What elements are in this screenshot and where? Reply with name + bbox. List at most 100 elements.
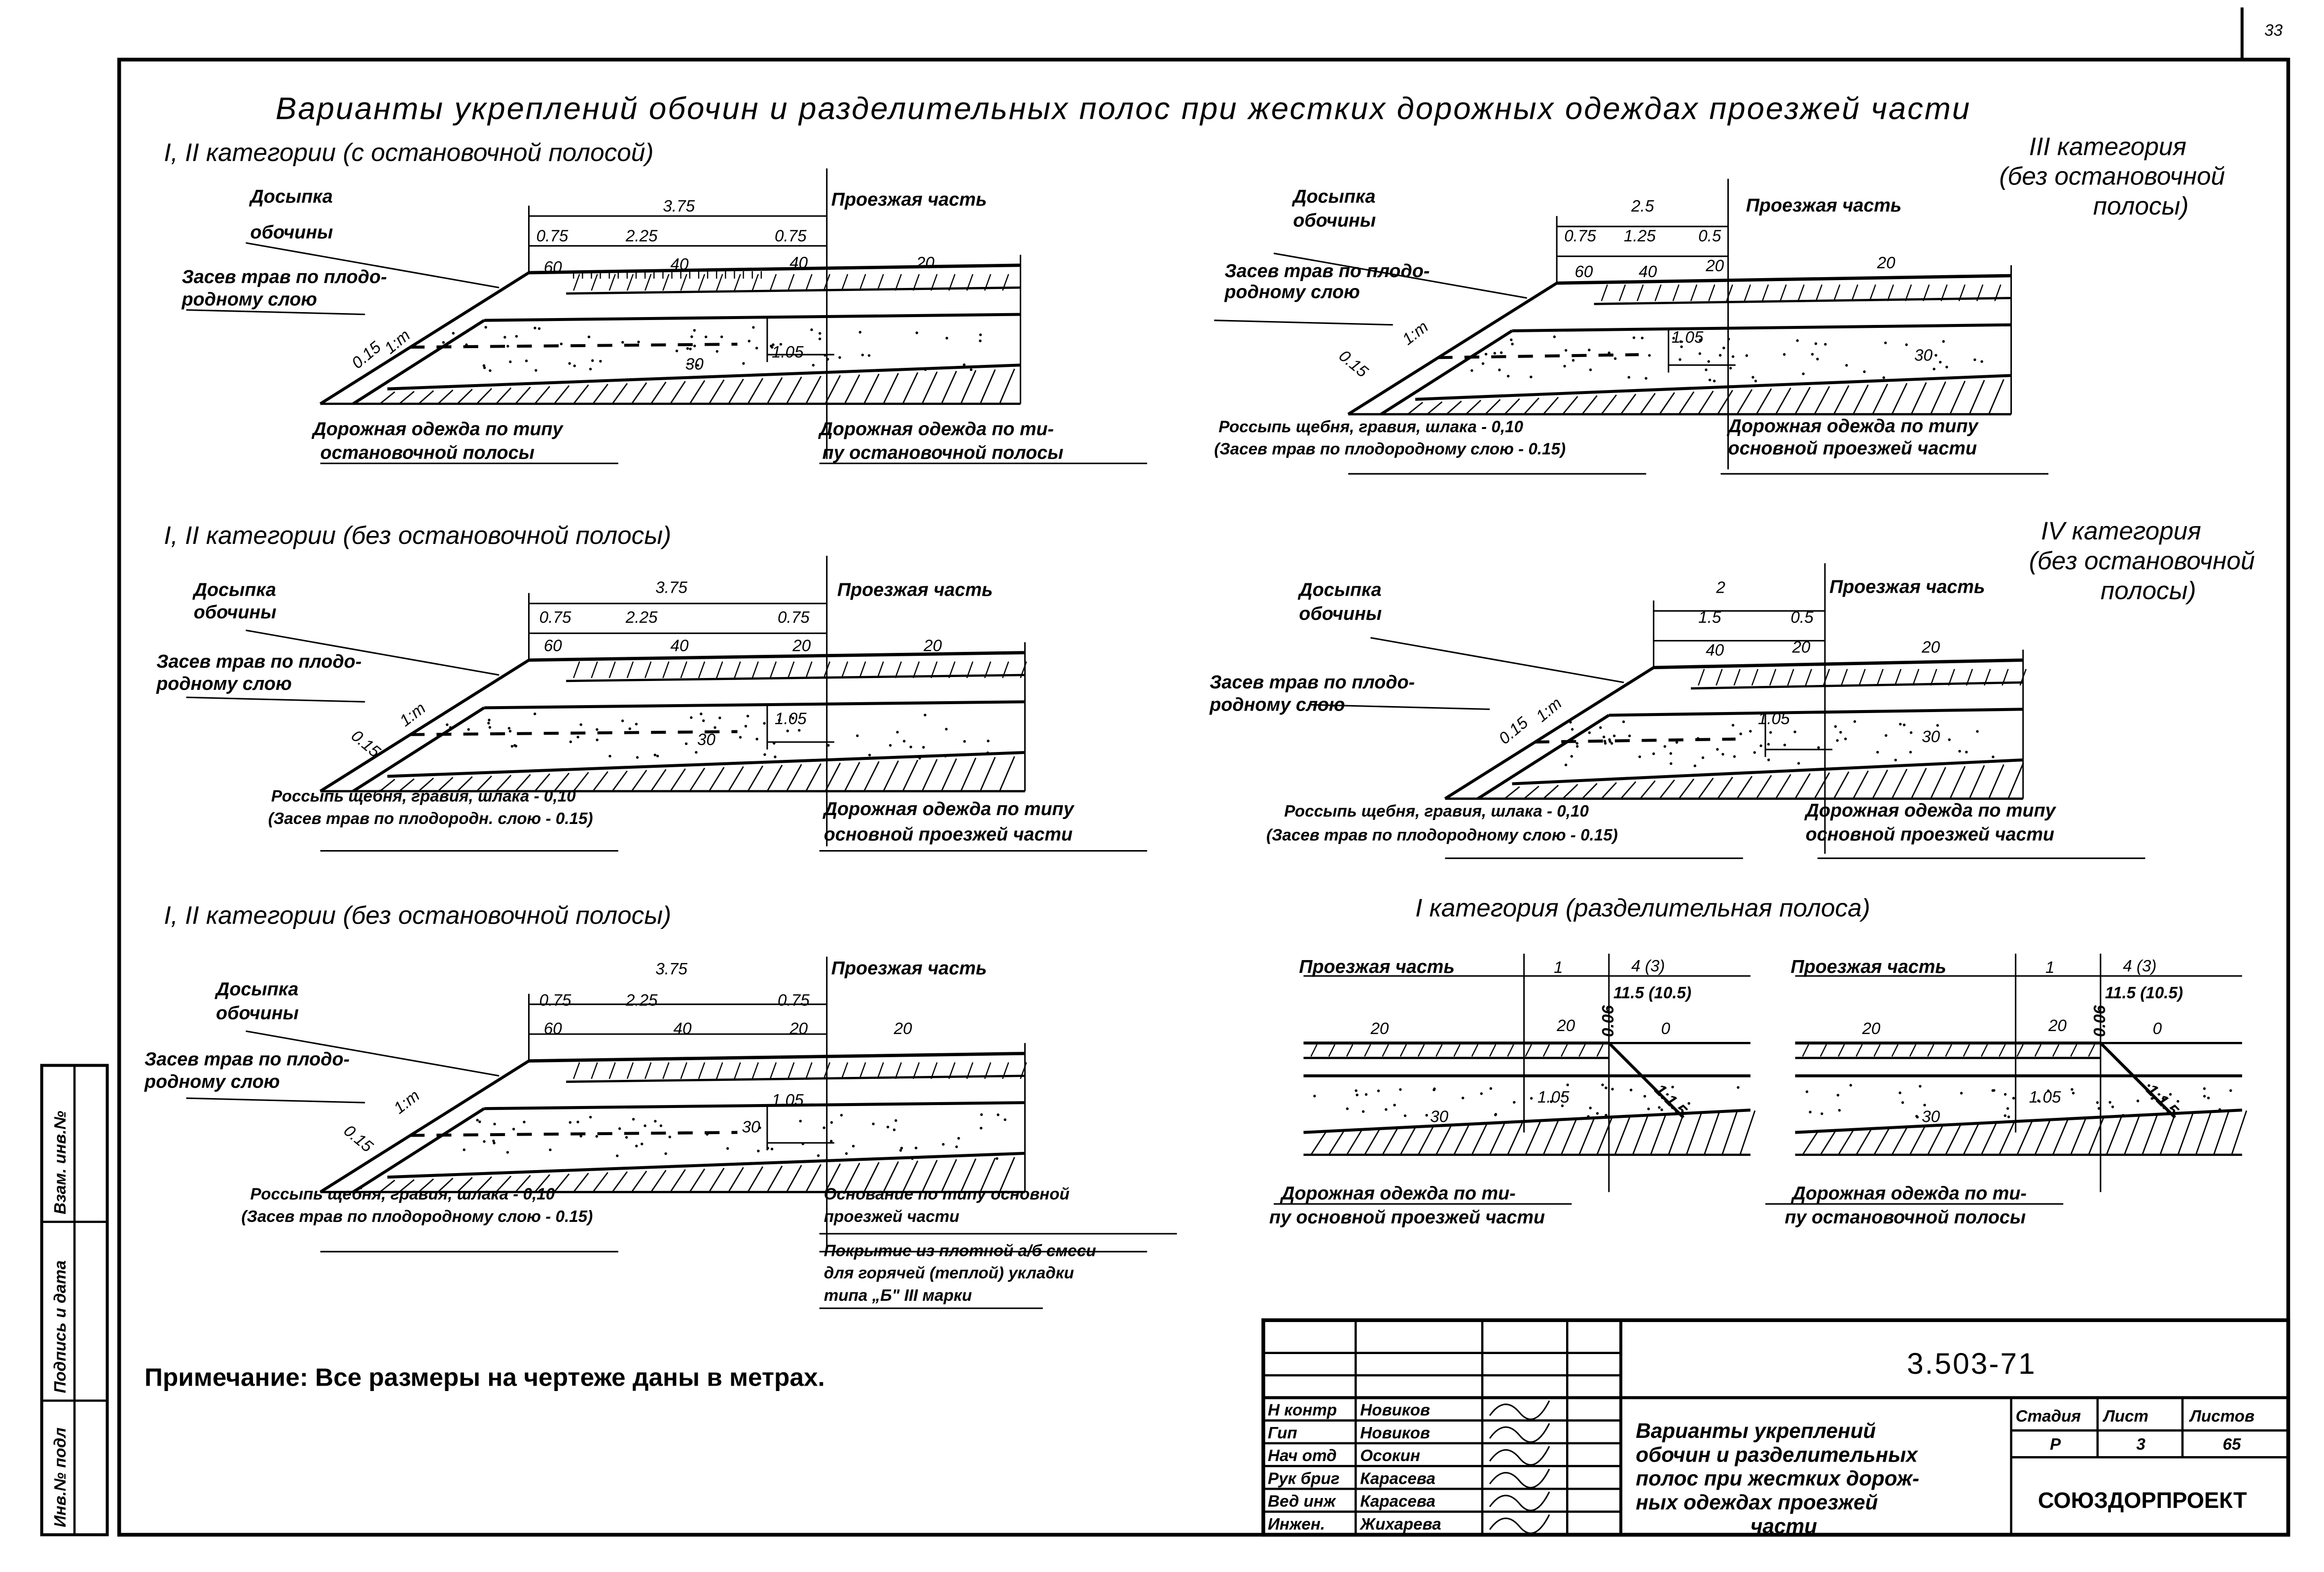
ground-hatch xyxy=(476,775,492,792)
pavement-hatch xyxy=(1823,669,1830,686)
fill-dot xyxy=(987,739,990,743)
fill-dot xyxy=(476,1118,479,1122)
ground-hatch xyxy=(1328,1131,1345,1155)
ground-hatch xyxy=(747,378,764,404)
fill-dot xyxy=(1610,742,1613,745)
subgrade-line xyxy=(387,1151,1025,1179)
pavement-hatch xyxy=(930,1062,938,1079)
dim-h: 0.06 xyxy=(2091,1005,2109,1037)
base-line xyxy=(1512,323,2011,332)
pavement-hatch xyxy=(966,661,973,679)
pavement-hatch xyxy=(1310,1044,1318,1057)
fill-dot xyxy=(715,350,718,353)
stamp-replace-label: Взам. инв.№ xyxy=(51,1111,70,1215)
ground-hatch xyxy=(534,386,550,404)
fill-dot xyxy=(2071,1088,2074,1091)
fill-dot xyxy=(1769,731,1772,734)
dim-c: 0.75 xyxy=(778,608,810,627)
fill-dot xyxy=(488,726,492,729)
ground-hatch xyxy=(437,389,454,404)
grade: 20 xyxy=(894,1020,912,1038)
fill-dot xyxy=(744,725,748,728)
fill-dot xyxy=(483,366,486,369)
ground-hatch xyxy=(728,766,744,792)
pavement-hatch xyxy=(877,661,884,679)
fill-dot xyxy=(1824,343,1827,346)
ground-hatch xyxy=(1739,1110,1756,1155)
ground-hatch xyxy=(844,762,860,792)
fill-dot xyxy=(1506,375,1510,378)
fill-dot xyxy=(1916,1115,1919,1119)
dim-b: 2.25 xyxy=(625,608,658,627)
fill-dot xyxy=(1604,742,1607,745)
ground-hatch xyxy=(1856,1129,1872,1155)
fill-dot xyxy=(686,347,689,350)
pavement-hatch xyxy=(716,1062,723,1079)
ground-hatch xyxy=(1721,1111,1738,1155)
ground-hatch xyxy=(1794,773,1811,799)
signature-icon xyxy=(1489,1514,1550,1534)
section-heading: I категория (разделительная полоса) xyxy=(1415,893,1870,922)
ground-hatch xyxy=(1601,394,1617,415)
fill-dot xyxy=(1705,368,1708,371)
fill-dot xyxy=(979,339,982,342)
slope-outer xyxy=(319,1059,530,1193)
ground-hatch xyxy=(1446,400,1462,415)
margin-stamp: Инв.№ подл Подпись и дата Взам. инв.№ xyxy=(40,1064,109,1536)
fill-dot xyxy=(1588,349,1591,352)
pavement-hatch xyxy=(626,1062,634,1079)
fill-dot xyxy=(1902,723,1906,726)
ground-hatch xyxy=(902,1160,919,1193)
fill-dot xyxy=(990,1153,994,1156)
sheet-title: полос при жестких дорож- xyxy=(1636,1467,1919,1490)
pavement-hatch xyxy=(805,274,813,291)
ground-hatch xyxy=(1891,1127,1908,1155)
fill-dot xyxy=(856,734,859,737)
section-heading: (без остановочной xyxy=(1999,162,2225,190)
pavement-hatch xyxy=(1364,1044,1371,1057)
pavement-hatch xyxy=(1856,1044,1863,1057)
fill-dot xyxy=(830,1140,833,1143)
pavement-hatch xyxy=(1399,1044,1407,1057)
grade: 20 xyxy=(1921,639,1940,657)
note-left: (Засев трав по плодородн. слою - 0.15) xyxy=(268,810,593,828)
ground-hatch xyxy=(611,1171,628,1193)
fill-dot xyxy=(2150,1097,2153,1100)
pavement-hatch xyxy=(787,274,795,291)
ground-hatch xyxy=(534,1174,550,1193)
fill-dot xyxy=(1493,352,1497,355)
fill-dot xyxy=(2169,1093,2172,1096)
ground-hatch xyxy=(863,1162,880,1193)
organization-name: СОЮЗДОРПРОЕКТ xyxy=(2038,1488,2247,1513)
pavement-hatch xyxy=(1002,274,1009,291)
signature-icon xyxy=(1489,1400,1550,1420)
fill-dot xyxy=(506,345,509,348)
note-extra: Покрытие из плотной а/б смеси xyxy=(824,1242,1096,1260)
dim-a: 0.75 xyxy=(539,992,572,1010)
sheet-label: Лист xyxy=(2103,1407,2148,1426)
ground-hatch xyxy=(1507,1122,1523,1155)
sheets-value: 65 xyxy=(2223,1435,2241,1454)
dim-depth: 1.05 xyxy=(1672,328,1704,347)
fill-dot xyxy=(482,364,486,367)
dim-depth: 1.05 xyxy=(1758,710,1790,728)
fill-dot xyxy=(1480,1092,1483,1095)
layer-line xyxy=(1690,681,2023,690)
pavement-hatch xyxy=(698,274,706,291)
ground-hatch xyxy=(379,779,395,792)
slope-inner xyxy=(352,1107,485,1193)
fill-dot xyxy=(1510,338,1513,341)
fill-dot xyxy=(1737,1086,1740,1089)
ground-hatch xyxy=(1427,401,1443,415)
pavement-hatch xyxy=(1637,284,1644,301)
grade: 60 xyxy=(1574,263,1593,281)
fill-dot xyxy=(599,359,602,363)
ground-hatch xyxy=(515,774,531,792)
fill-dot xyxy=(1731,355,1735,358)
section-2: III категория (без остановочной полосы) … xyxy=(1214,132,2225,475)
pavement-hatch xyxy=(1020,661,1027,679)
label-roadway: Проезжая часть xyxy=(831,958,987,979)
fill-dot xyxy=(868,753,871,756)
fill-dot xyxy=(573,364,576,367)
dim-c: 11.5 (10.5) xyxy=(1613,984,1691,1002)
